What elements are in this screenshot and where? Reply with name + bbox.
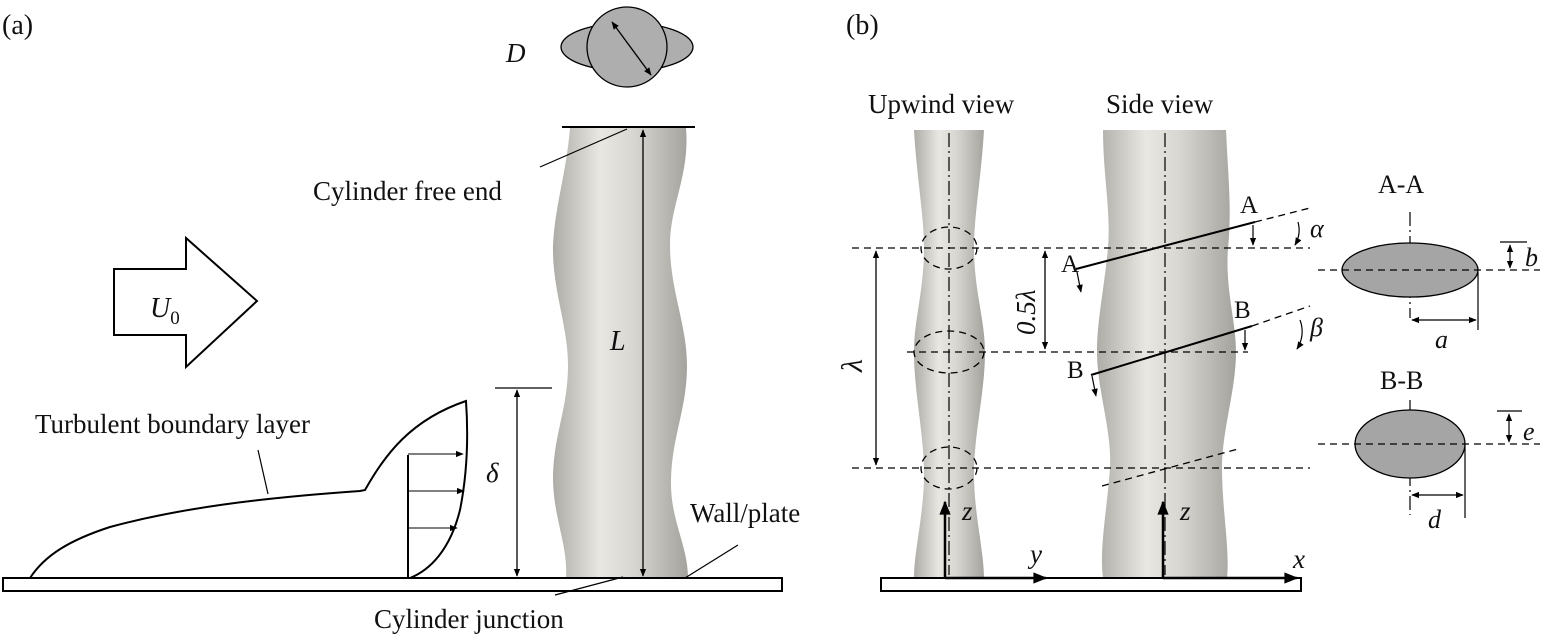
wall-plate bbox=[2, 577, 783, 592]
side-z-label: z bbox=[1179, 496, 1191, 526]
section-a-mark-left: A bbox=[1061, 251, 1079, 278]
section-b-extension bbox=[1251, 305, 1311, 327]
alpha-arc bbox=[1294, 221, 1302, 246]
y-axis-label: y bbox=[1027, 539, 1042, 569]
velocity-subscript: 0 bbox=[170, 308, 180, 329]
dim-a-label: a bbox=[1435, 325, 1448, 354]
section-a-line bbox=[1075, 221, 1256, 270]
upwind-view-label: Upwind view bbox=[868, 89, 1015, 119]
section-bb-title: B-B bbox=[1380, 366, 1423, 395]
boundary-layer-leader bbox=[257, 449, 269, 495]
half-wavelength-label: 0.5λ bbox=[1011, 289, 1041, 335]
section-ellipse-top bbox=[920, 226, 978, 270]
free-end-leader bbox=[539, 128, 628, 168]
upwind-z-label: z bbox=[961, 496, 973, 526]
junction-leader bbox=[554, 576, 624, 596]
section-b-mark-right: B bbox=[1234, 297, 1251, 324]
length-symbol: L bbox=[609, 326, 626, 357]
freestream-arrow bbox=[113, 235, 259, 370]
panel-a: (a) D Cylinder free end L U0 Turbulent b… bbox=[2, 6, 800, 634]
panel-b: (b) Upwind view Side view λ 0.5λ A A α bbox=[836, 10, 1540, 592]
side-cylinder bbox=[1097, 130, 1236, 578]
thickness-symbol: δ bbox=[486, 458, 499, 488]
section-b-line bbox=[1090, 325, 1253, 376]
diameter-symbol: D bbox=[505, 38, 526, 68]
section-ellipse-mid bbox=[913, 330, 985, 374]
section-ellipse-bottom bbox=[920, 446, 978, 490]
dim-d-label: d bbox=[1428, 505, 1442, 534]
section-b-mark-left: B bbox=[1067, 357, 1084, 384]
panel-b-label: (b) bbox=[846, 10, 879, 41]
cross-section-icon bbox=[560, 6, 694, 88]
section-a-extension bbox=[1254, 207, 1311, 223]
alpha-symbol: α bbox=[1310, 214, 1325, 243]
wavelength-symbol: λ bbox=[836, 359, 869, 373]
free-end-label: Cylinder free end bbox=[313, 176, 502, 206]
wall-leader bbox=[684, 544, 739, 579]
boundary-layer-label: Turbulent boundary layer bbox=[35, 409, 310, 439]
dim-b-label: b bbox=[1525, 243, 1538, 272]
x-axis-label: x bbox=[1292, 544, 1305, 574]
velocity-symbol: U0 bbox=[150, 293, 180, 329]
section-aa-ellipse bbox=[1341, 242, 1479, 298]
cylinder-body bbox=[552, 128, 688, 578]
section-aa-title: A-A bbox=[1378, 170, 1424, 199]
dim-e-label: e bbox=[1523, 417, 1535, 446]
junction-label: Cylinder junction bbox=[374, 604, 564, 634]
boundary-layer-outline bbox=[29, 399, 469, 579]
panel-a-label: (a) bbox=[2, 10, 33, 41]
side-view-label: Side view bbox=[1106, 89, 1214, 119]
beta-arc bbox=[1296, 319, 1304, 350]
wall-label: Wall/plate bbox=[690, 498, 800, 528]
section-a-mark-right: A bbox=[1240, 192, 1258, 219]
beta-symbol: β bbox=[1309, 313, 1323, 342]
base-plate bbox=[880, 577, 1302, 592]
section-a-left-arrow bbox=[1076, 271, 1083, 293]
section-b-left-arrow bbox=[1091, 375, 1098, 397]
